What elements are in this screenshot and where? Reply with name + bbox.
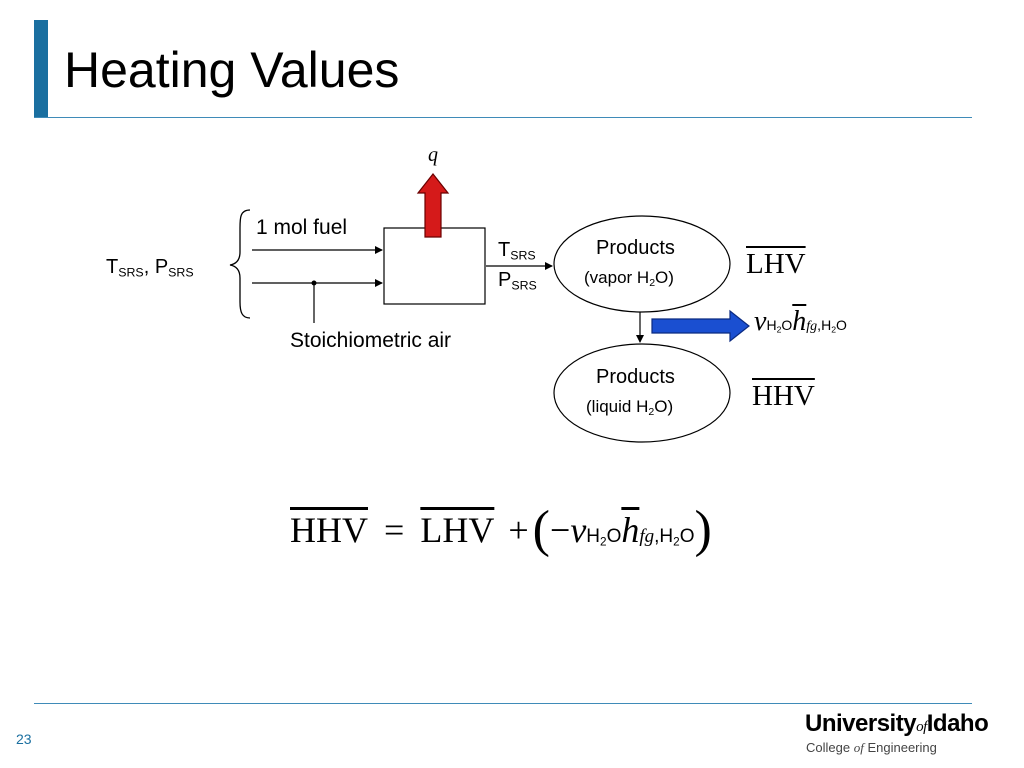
- latent-heat-term: νH2Ohfg,H2O: [754, 306, 847, 337]
- outlet-temperature-label: TSRS: [498, 239, 536, 263]
- slide-title: Heating Values: [64, 42, 400, 98]
- heat-label: q: [428, 144, 438, 166]
- heat-arrow: [416, 173, 450, 238]
- air-label: Stoichiometric air: [290, 329, 452, 352]
- fuel-label: 1 mol fuel: [256, 216, 348, 239]
- products-vapor-ellipse: [553, 215, 731, 313]
- reactor-box: [383, 227, 486, 305]
- title-divider: [34, 117, 972, 118]
- products-liquid-note: (liquid H2O): [586, 397, 674, 419]
- page-number: 23: [16, 731, 32, 747]
- products-liquid-ellipse: [553, 343, 731, 443]
- footer-divider: [34, 703, 972, 704]
- inlet-state-label: TSRS, PSRS: [106, 256, 194, 280]
- heating-value-equation: HHV = LHV +(−νH2Ohfg,H2O): [290, 501, 712, 558]
- hhv-label: HHV: [752, 380, 815, 412]
- latent-heat-arrow: [651, 309, 750, 343]
- outlet-pressure-label: PSRS: [498, 269, 537, 293]
- inlet-brace: [229, 209, 251, 319]
- products-liquid-title: Products: [596, 366, 675, 388]
- products-vapor-title: Products: [596, 237, 675, 259]
- products-vapor-note: (vapor H2O): [584, 268, 674, 290]
- title-accent-bar: [34, 20, 48, 117]
- lhv-label: LHV: [746, 248, 806, 280]
- air-leader-dot: [311, 280, 317, 286]
- college-logo-text: College of Engineering: [806, 740, 937, 755]
- university-logo: UniversityofIdaho: [805, 710, 989, 737]
